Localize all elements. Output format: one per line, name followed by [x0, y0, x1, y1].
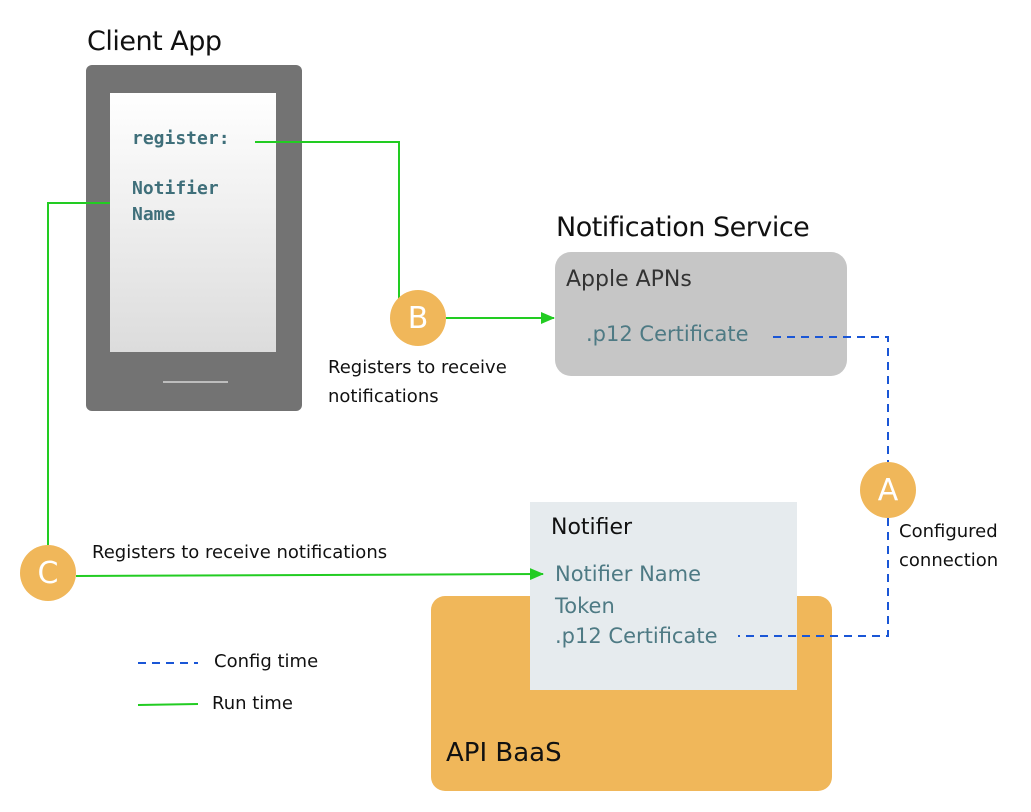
legend-run-line — [137, 703, 199, 706]
config-line-apns-to-a — [773, 336, 889, 462]
phone-screen — [110, 93, 276, 352]
step-b-label-line1: Registers to receive — [328, 357, 507, 378]
config-line-a-to-notifier — [738, 518, 889, 637]
api-baas-title: API BaaS — [446, 738, 562, 768]
notifier-box — [530, 502, 797, 690]
register-label: register: — [132, 128, 230, 149]
step-c-label: Registers to receive notifications — [92, 542, 388, 563]
apple-apns-box — [555, 252, 847, 376]
step-c-badge: C — [20, 545, 76, 601]
notifier-name-label-line1: Notifier — [132, 178, 219, 199]
step-a-label-line1: Configured — [899, 521, 998, 542]
client-app-title: Client App — [87, 26, 222, 57]
step-b-badge: B — [390, 290, 446, 346]
phone-home-bar — [163, 381, 228, 383]
runtime-line-notifier-name-to-c — [47, 202, 110, 545]
notifier-field-certificate: .p12 Certificate — [555, 624, 718, 648]
step-a-badge: A — [860, 462, 916, 518]
runtime-line-register-to-b — [255, 141, 400, 300]
legend-run-time: Run time — [212, 693, 293, 714]
notifier-field-token: Token — [555, 594, 615, 618]
apns-certificate-label: .p12 Certificate — [586, 322, 749, 346]
notifier-title: Notifier — [551, 515, 633, 540]
notifier-field-name: Notifier Name — [555, 562, 702, 586]
notification-service-title: Notification Service — [556, 212, 810, 243]
notifier-name-label-line2: Name — [132, 204, 176, 225]
legend-config-time: Config time — [214, 651, 319, 672]
runtime-arrow-c-to-notifier — [75, 568, 544, 581]
apple-apns-label: Apple APNs — [566, 267, 692, 292]
step-b-label-line2: notifications — [328, 386, 439, 407]
step-a-label-line2: connection — [899, 550, 999, 571]
